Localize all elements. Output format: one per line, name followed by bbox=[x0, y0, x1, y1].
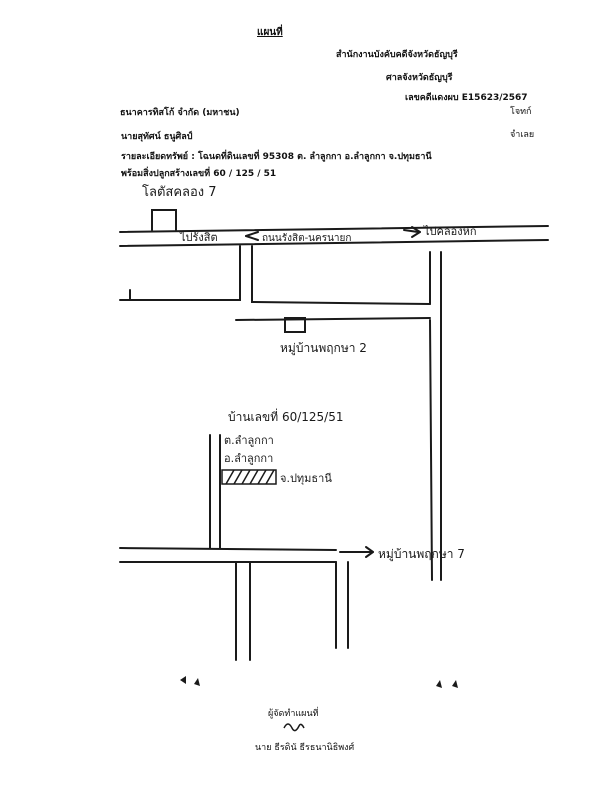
village-2-label: หมู่บ้านพฤกษา 2 bbox=[280, 341, 367, 356]
plaintiff-name: ธนาคารทิสโก้ จำกัด (มหาชน) bbox=[120, 108, 240, 118]
plaintiff-role: โจทก์ bbox=[510, 107, 532, 117]
court-name: ศาลจังหวัดธัญบุรี bbox=[386, 73, 453, 83]
defendant-name: นายสุทัศน์ ธนูศิลป์ bbox=[121, 132, 193, 142]
building-number: พร้อมสิ่งปลูกสร้างเลขที่ 60 / 125 / 51 bbox=[121, 169, 277, 179]
house-province-label: จ.ปทุมธานี bbox=[280, 472, 332, 485]
landmark-label: โลตัสคลอง 7 bbox=[142, 184, 217, 200]
house-marker bbox=[221, 469, 277, 485]
arrow-village7-head1 bbox=[365, 546, 374, 553]
road-left-label: ไปรังสิต bbox=[179, 231, 218, 244]
arrow-village7-head2 bbox=[365, 551, 374, 558]
case-number: เลขคดีแดงผบ E15623/2567 bbox=[405, 93, 528, 103]
arrow-right-head2 bbox=[411, 231, 421, 238]
arrow-right-head1 bbox=[411, 226, 421, 233]
corner-marks bbox=[180, 676, 458, 688]
mid-road-top bbox=[235, 317, 431, 321]
arrow-left-head1 bbox=[245, 231, 259, 237]
signature bbox=[283, 723, 305, 732]
bottom-road-top bbox=[119, 547, 337, 551]
road-name-label: ถนนรังสิต-นครนายก bbox=[262, 233, 351, 244]
house-tambon-label: ต.ลำลูกกา bbox=[224, 434, 274, 447]
arrow-left-head2 bbox=[245, 235, 259, 241]
road-right-label: ไปคลองหก bbox=[423, 225, 477, 238]
mapper-name: นาย ธีรดินั ธีรธนานิธิพงศ์ bbox=[255, 743, 355, 753]
main-road-bottom-edge bbox=[119, 239, 549, 247]
landmark-box bbox=[151, 209, 177, 231]
property-detail: รายละเอียดทรัพย์ : โฉนดที่ดินเลขที่ 9530… bbox=[121, 152, 432, 162]
page-title: แผนที่ bbox=[257, 27, 283, 38]
arrow-right-line bbox=[403, 229, 419, 233]
office-name: สำนักงานบังคับคดีจังหวัดธัญบุรี bbox=[336, 50, 458, 60]
left-soi-edge2 bbox=[251, 245, 431, 305]
village-2-box bbox=[284, 317, 306, 333]
house-number-label: บ้านเลขที่ 60/125/51 bbox=[228, 408, 343, 424]
house-amphoe-label: อ.ลำลูกกา bbox=[224, 452, 273, 465]
mapper-label: ผู้จัดทำแผนที่ bbox=[268, 709, 319, 719]
village-7-label: หมู่บ้านพฤกษา 7 bbox=[378, 547, 465, 562]
left-soi-edge1 bbox=[119, 245, 241, 301]
right-road-left-edge bbox=[429, 319, 433, 581]
main-road-top-edge bbox=[119, 225, 549, 233]
defendant-role: จำเลย bbox=[510, 130, 535, 140]
